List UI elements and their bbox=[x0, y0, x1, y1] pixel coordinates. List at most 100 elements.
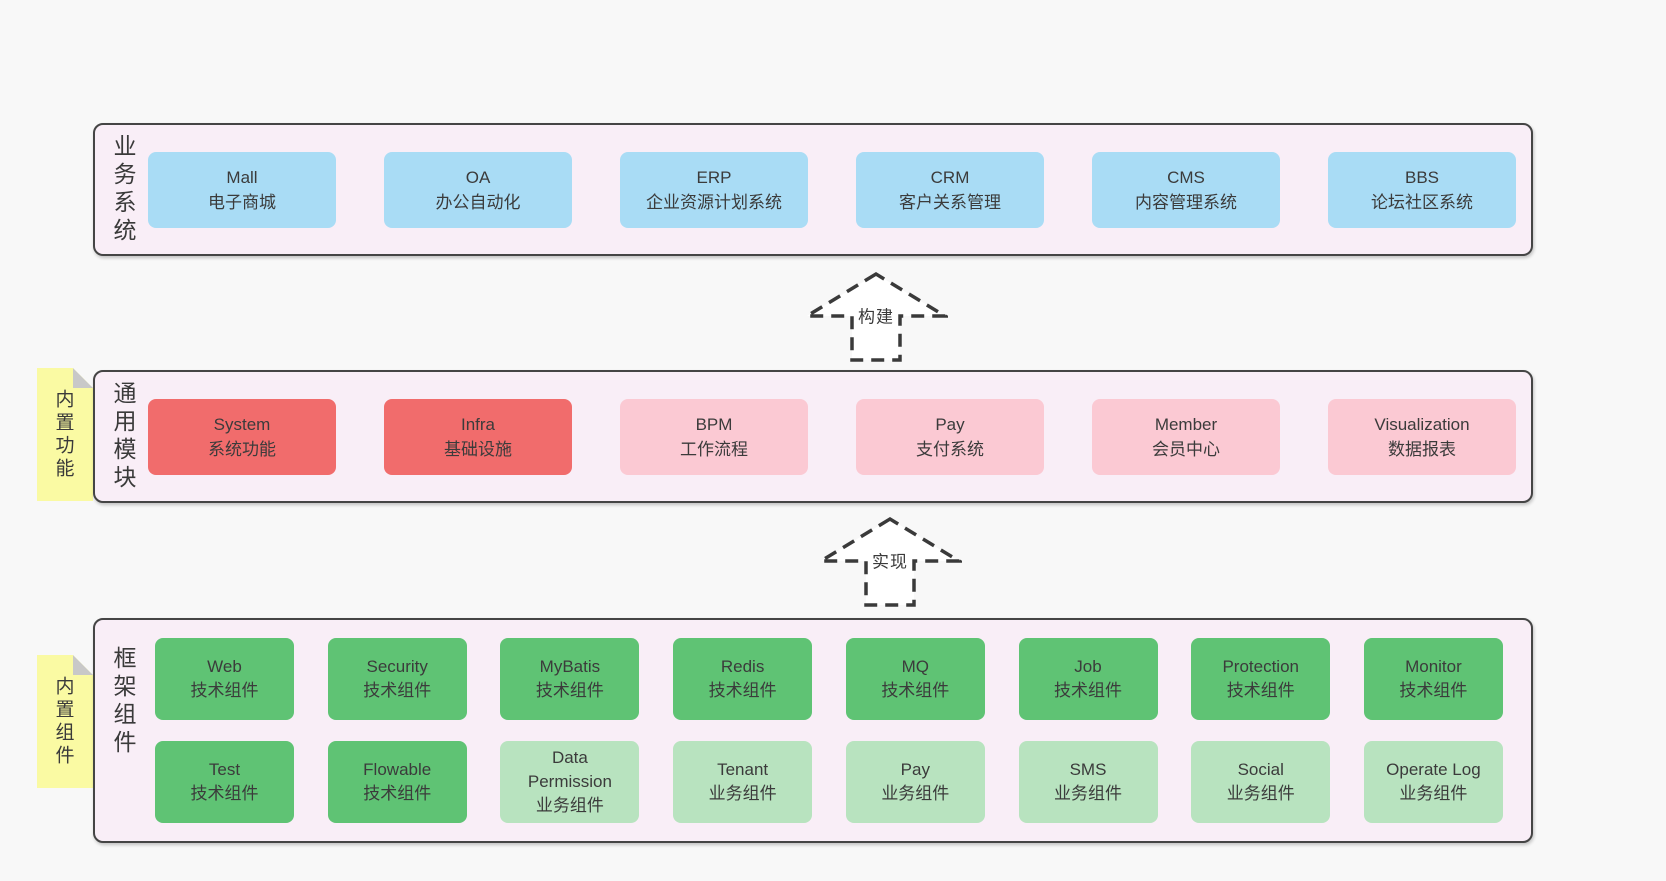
box-title: Security bbox=[366, 657, 428, 676]
box-bbs: BBS 论坛社区系统 bbox=[1328, 152, 1516, 228]
box-operate-log: Operate Log 业务组件 bbox=[1363, 741, 1503, 823]
box-title: BPM bbox=[695, 415, 733, 434]
layer-label-business-systems: 业务系统 bbox=[110, 133, 136, 246]
sticky-note-fold-icon bbox=[73, 655, 93, 675]
box-title: Visualization bbox=[1374, 415, 1470, 434]
box-monitor: Monitor 技术组件 bbox=[1363, 638, 1503, 720]
box-subtitle: 业务组件 bbox=[1399, 784, 1468, 803]
box-job: Job 技术组件 bbox=[1018, 638, 1158, 720]
common-modules-row: System 系统功能 Infra 基础设施 BPM 工作流程 Pay 支付系统… bbox=[148, 399, 1516, 475]
box-title: Social bbox=[1237, 760, 1284, 779]
box-title: Mall bbox=[226, 168, 258, 187]
box-pay-biz: Pay 业务组件 bbox=[845, 741, 985, 823]
box-title: Pay bbox=[900, 760, 930, 779]
box-title: Job bbox=[1074, 657, 1102, 676]
box-subtitle: 基础设施 bbox=[444, 440, 512, 459]
box-title: MyBatis bbox=[539, 657, 601, 676]
box-subtitle: 客户关系管理 bbox=[899, 193, 1001, 212]
box-title: Flowable bbox=[363, 760, 432, 779]
box-crm: CRM 客户关系管理 bbox=[856, 152, 1044, 228]
layer-common-modules: 通用模块 System 系统功能 Infra 基础设施 BPM 工作流程 Pay… bbox=[93, 370, 1533, 503]
box-subtitle: 技术组件 bbox=[1054, 681, 1123, 700]
box-mq: MQ 技术组件 bbox=[845, 638, 985, 720]
box-title: System bbox=[213, 415, 271, 434]
box-title: ERP bbox=[696, 168, 732, 187]
box-web: Web 技术组件 bbox=[155, 638, 294, 720]
box-subtitle: 技术组件 bbox=[708, 681, 777, 700]
box-subtitle: 技术组件 bbox=[881, 681, 950, 700]
box-title: Data Permission bbox=[527, 748, 612, 791]
box-oa: OA 办公自动化 bbox=[384, 152, 572, 228]
box-subtitle: 会员中心 bbox=[1152, 440, 1220, 459]
box-subtitle: 支付系统 bbox=[916, 440, 984, 459]
box-title: Tenant bbox=[717, 760, 769, 779]
layer-label-framework-components: 框架组件 bbox=[110, 646, 136, 758]
box-subtitle: 业务组件 bbox=[881, 784, 950, 803]
box-system: System 系统功能 bbox=[148, 399, 336, 475]
box-tenant: Tenant 业务组件 bbox=[673, 741, 813, 823]
box-subtitle: 办公自动化 bbox=[435, 193, 521, 212]
box-title: Protection bbox=[1222, 657, 1299, 676]
box-subtitle: 业务组件 bbox=[1054, 784, 1123, 803]
box-sms: SMS 业务组件 bbox=[1018, 741, 1158, 823]
arrow-build: 构建 bbox=[804, 271, 948, 363]
arrow-implement-label: 实现 bbox=[868, 544, 912, 576]
biz-components-row: Test 技术组件 Flowable 技术组件 Data Permission … bbox=[155, 741, 1503, 823]
box-mall: Mall 电子商城 bbox=[148, 152, 336, 228]
box-subtitle: 技术组件 bbox=[535, 681, 604, 700]
box-subtitle: 内容管理系统 bbox=[1135, 193, 1237, 212]
layer-business-systems: 业务系统 Mall 电子商城 OA 办公自动化 ERP 企业资源计划系统 CRM… bbox=[93, 123, 1533, 256]
box-protection: Protection 技术组件 bbox=[1191, 638, 1331, 720]
sticky-note-label: 内置组件 bbox=[52, 675, 74, 768]
box-redis: Redis 技术组件 bbox=[673, 638, 813, 720]
box-title: OA bbox=[465, 168, 491, 187]
box-visualization: Visualization 数据报表 bbox=[1328, 399, 1516, 475]
box-pay: Pay 支付系统 bbox=[856, 399, 1044, 475]
box-title: SMS bbox=[1069, 760, 1107, 779]
box-title: Web bbox=[207, 657, 242, 676]
box-test: Test 技术组件 bbox=[155, 741, 294, 823]
box-subtitle: 技术组件 bbox=[190, 784, 259, 803]
arrow-implement: 实现 bbox=[818, 516, 962, 608]
box-subtitle: 工作流程 bbox=[680, 440, 748, 459]
box-subtitle: 数据报表 bbox=[1388, 440, 1456, 459]
box-title: Monitor bbox=[1405, 657, 1462, 676]
box-subtitle: 业务组件 bbox=[1226, 784, 1295, 803]
box-title: MQ bbox=[901, 657, 929, 676]
box-title: BBS bbox=[1404, 168, 1440, 187]
box-erp: ERP 企业资源计划系统 bbox=[620, 152, 808, 228]
box-subtitle: 技术组件 bbox=[363, 681, 432, 700]
box-subtitle: 技术组件 bbox=[190, 681, 259, 700]
box-infra: Infra 基础设施 bbox=[384, 399, 572, 475]
box-subtitle: 技术组件 bbox=[1226, 681, 1295, 700]
arrow-build-label: 构建 bbox=[854, 299, 898, 331]
box-subtitle: 技术组件 bbox=[363, 784, 432, 803]
box-subtitle: 技术组件 bbox=[1399, 681, 1468, 700]
box-title: Test bbox=[208, 760, 241, 779]
box-subtitle: 系统功能 bbox=[208, 440, 276, 459]
box-security: Security 技术组件 bbox=[327, 638, 467, 720]
tech-components-row: Web 技术组件 Security 技术组件 MyBatis 技术组件 Redi… bbox=[155, 638, 1503, 720]
box-subtitle: 业务组件 bbox=[535, 796, 604, 815]
box-cms: CMS 内容管理系统 bbox=[1092, 152, 1280, 228]
box-flowable: Flowable 技术组件 bbox=[327, 741, 467, 823]
box-subtitle: 论坛社区系统 bbox=[1371, 193, 1473, 212]
box-title: Redis bbox=[720, 657, 765, 676]
box-title: CMS bbox=[1167, 168, 1205, 187]
layer-framework-components: 框架组件 Web 技术组件 Security 技术组件 MyBatis 技术组件… bbox=[93, 618, 1533, 843]
sticky-note-fold-icon bbox=[73, 368, 93, 388]
box-member: Member 会员中心 bbox=[1092, 399, 1280, 475]
box-data-permission: Data Permission 业务组件 bbox=[500, 741, 640, 823]
box-title: CRM bbox=[930, 168, 970, 187]
box-mybatis: MyBatis 技术组件 bbox=[500, 638, 640, 720]
sticky-note-built-in-components: 内置组件 bbox=[37, 655, 93, 788]
box-title: Pay bbox=[935, 415, 965, 434]
box-title: Infra bbox=[460, 415, 496, 434]
box-subtitle: 业务组件 bbox=[708, 784, 777, 803]
layer-label-common-modules: 通用模块 bbox=[110, 380, 136, 493]
business-systems-row: Mall 电子商城 OA 办公自动化 ERP 企业资源计划系统 CRM 客户关系… bbox=[148, 152, 1516, 228]
box-social: Social 业务组件 bbox=[1191, 741, 1331, 823]
sticky-note-label: 内置功能 bbox=[52, 388, 74, 481]
box-title: Member bbox=[1154, 415, 1218, 434]
